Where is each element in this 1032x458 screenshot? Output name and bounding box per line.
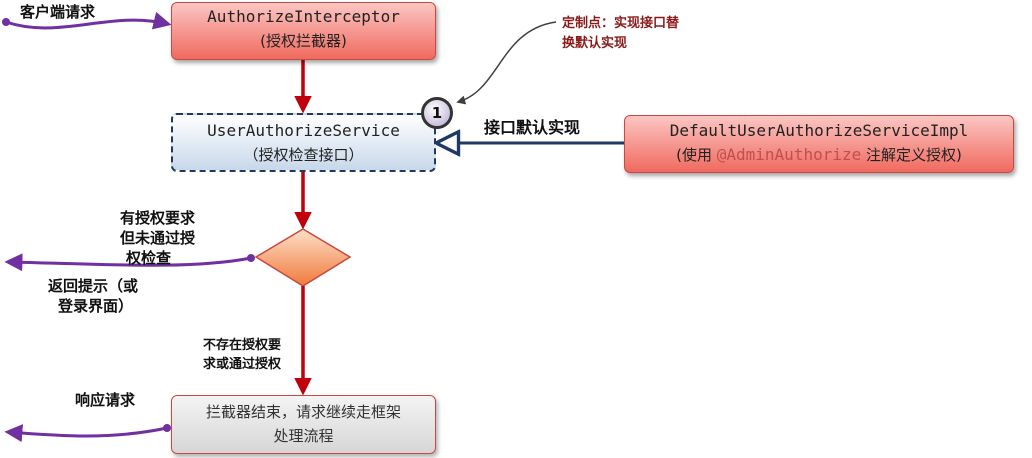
response-label: 响应请求 bbox=[75, 391, 136, 409]
custom-point-arrow bbox=[456, 21, 557, 105]
service-title: UserAuthorizeService bbox=[207, 121, 400, 140]
impl-subtitle-prefix: (使用 bbox=[676, 146, 717, 164]
client-request-label: 客户端请求 bbox=[20, 3, 96, 21]
end-node: 拦截器结束，请求继续走框架 处理流程 bbox=[171, 395, 436, 454]
return-hint-arrow bbox=[4, 253, 255, 272]
impl-subtitle: (使用 @AdminAuthorize 注解定义授权) bbox=[625, 144, 1013, 165]
step-number-badge: 1 bbox=[421, 97, 453, 129]
has-auth-label: 有授权要求 但未通过授 权检查 bbox=[95, 208, 195, 268]
impl-title: DefaultUserAuthorizeServiceImpl bbox=[669, 121, 969, 140]
interceptor-subtitle: (授权拦截器) bbox=[260, 32, 347, 50]
return-hint-line-2: 登录界面） bbox=[58, 297, 134, 315]
impl-node: DefaultUserAuthorizeServiceImpl (使用 @Adm… bbox=[624, 115, 1014, 173]
impl-subtitle-suffix: 注解定义授权) bbox=[861, 146, 962, 164]
custom-point-line-2: 换默认实现 bbox=[562, 36, 628, 51]
has-auth-line-1: 有授权要求 bbox=[119, 209, 195, 227]
no-auth-label: 不存在授权要 求或通过授权 bbox=[203, 336, 281, 374]
return-hint-label: 返回提示（或 登录界面） bbox=[48, 276, 138, 316]
has-auth-line-2: 但未通过授 bbox=[119, 229, 195, 247]
no-auth-line-2: 求或通过授权 bbox=[203, 357, 282, 372]
client-request-arrow bbox=[2, 11, 172, 30]
custom-point-note: 定制点：实现接口替 换默认实现 bbox=[562, 14, 679, 54]
end-line-2: 处理流程 bbox=[273, 427, 334, 445]
response-arrow bbox=[4, 424, 171, 443]
return-hint-line-1: 返回提示（或 bbox=[48, 277, 139, 295]
service-node: UserAuthorizeService （授权检查接口） bbox=[171, 113, 436, 172]
interceptor-title: AuthorizeInterceptor bbox=[207, 7, 400, 26]
service-subtitle: （授权检查接口） bbox=[243, 146, 364, 164]
decision-diamond bbox=[254, 228, 352, 287]
has-auth-line-3: 权检查 bbox=[125, 249, 171, 267]
end-line-1: 拦截器结束，请求继续走框架 bbox=[205, 403, 401, 421]
custom-point-line-1: 定制点：实现接口替 bbox=[562, 16, 680, 31]
impl-edge-label: 接口默认实现 bbox=[484, 118, 581, 137]
no-auth-line-1: 不存在授权要 bbox=[203, 338, 282, 353]
impl-annotation: @AdminAuthorize bbox=[716, 145, 862, 164]
interceptor-node: AuthorizeInterceptor (授权拦截器) bbox=[171, 2, 436, 60]
